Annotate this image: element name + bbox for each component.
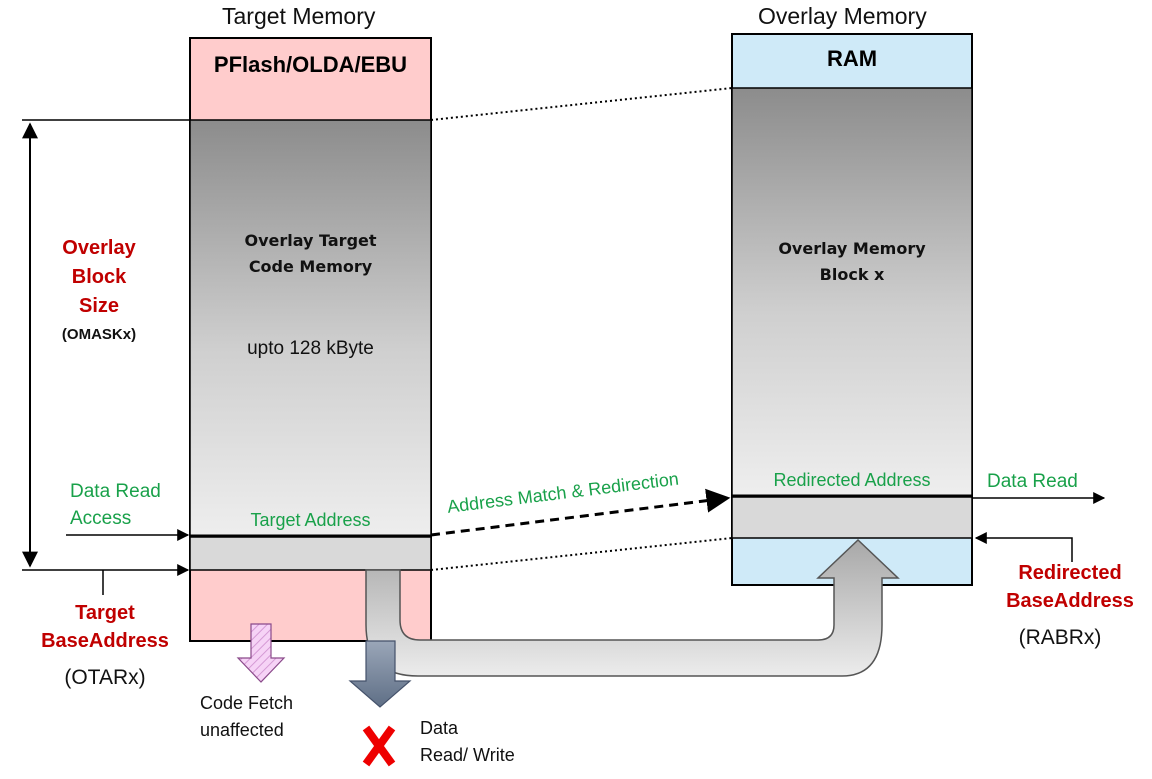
data-rw-label-2: Read/ Write [420, 745, 515, 765]
target-block-title-1: Overlay Target [244, 231, 377, 250]
target-block-tail [189, 536, 432, 571]
rabr-label: (RABRx) [1018, 626, 1102, 649]
redirected-base-label-2: BaseAddress [1006, 590, 1134, 612]
block-size-label-3: Size [78, 295, 120, 317]
overlay-target-block [189, 119, 432, 538]
overlay-memory-block [731, 87, 973, 497]
overlay-block-title-1: Overlay Memory [778, 239, 926, 258]
target-box-label: PFlash/OLDA/EBU [213, 52, 408, 77]
mapping-dotted-top [430, 87, 733, 121]
target-memory-header: Target Memory [222, 3, 376, 29]
redirected-address-label: Redirected Address [773, 470, 931, 490]
data-rw-label-1: Data [420, 718, 459, 738]
data-read-label: Data Read [987, 471, 1078, 492]
target-base-label-2: BaseAddress [41, 630, 169, 652]
redirected-base-label-1: Redirected [1018, 562, 1122, 584]
target-block-title-2: Code Memory [248, 257, 373, 276]
otar-label: (OTARx) [64, 666, 146, 689]
code-fetch-arrow [236, 623, 286, 683]
mapping-dotted-bottom [430, 537, 733, 571]
data-read-write-arrow [348, 640, 412, 708]
target-base-label-1: Target [75, 602, 135, 624]
redirected-base-pointer [974, 532, 1073, 562]
omask-label: (OMASKx) [61, 326, 137, 343]
target-size-note: upto 128 kByte [247, 338, 374, 359]
address-match-arrow [430, 488, 731, 537]
ram-box-label: RAM [826, 46, 878, 71]
overlay-memory-header: Overlay Memory [758, 3, 927, 29]
data-read-access-label-1: Data Read [70, 481, 161, 502]
blocked-x-icon [362, 725, 396, 767]
overlay-block-title-2: Block x [819, 265, 885, 284]
block-size-label-1: Overlay [62, 237, 136, 259]
code-fetch-label-1: Code Fetch [200, 693, 294, 713]
overlay-block-tail [731, 496, 973, 539]
code-fetch-label-2: unaffected [200, 720, 284, 740]
block-size-label-2: Block [71, 266, 127, 288]
target-address-label: Target Address [250, 510, 371, 530]
data-read-access-label-2: Access [70, 508, 132, 529]
